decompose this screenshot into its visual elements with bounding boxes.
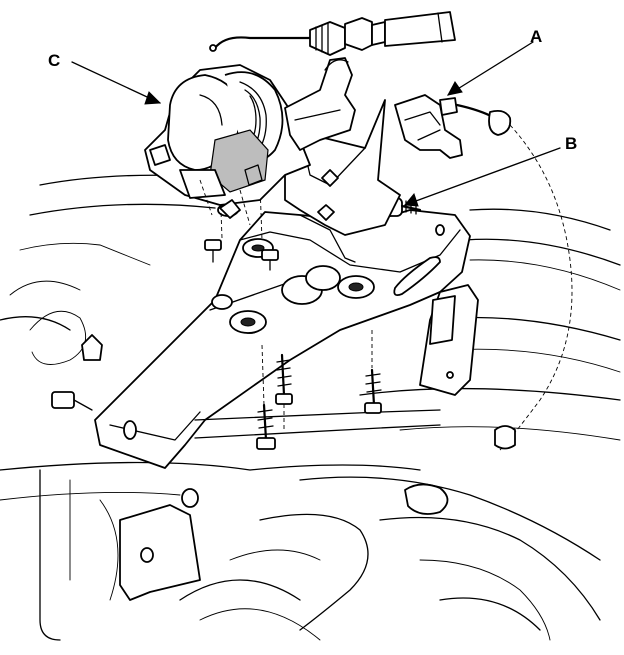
actuator-unit — [144, 64, 311, 226]
leader-lines — [71, 41, 561, 207]
washer-group — [217, 203, 375, 334]
lower-bolts — [256, 330, 382, 450]
background-engine-bay — [0, 124, 621, 641]
callout-label-b: B — [565, 134, 578, 153]
mounting-plate — [284, 99, 401, 236]
callout-label-a: A — [530, 27, 543, 46]
bolt-1 — [275, 353, 293, 405]
throttle-cable — [209, 11, 456, 56]
mounting-bracket — [94, 209, 479, 469]
electrical-connector-a — [394, 94, 512, 159]
bolt-2 — [364, 368, 382, 414]
bolt-3 — [256, 403, 276, 450]
callout-label-c: C — [48, 51, 61, 70]
cable-bracket — [284, 57, 356, 151]
